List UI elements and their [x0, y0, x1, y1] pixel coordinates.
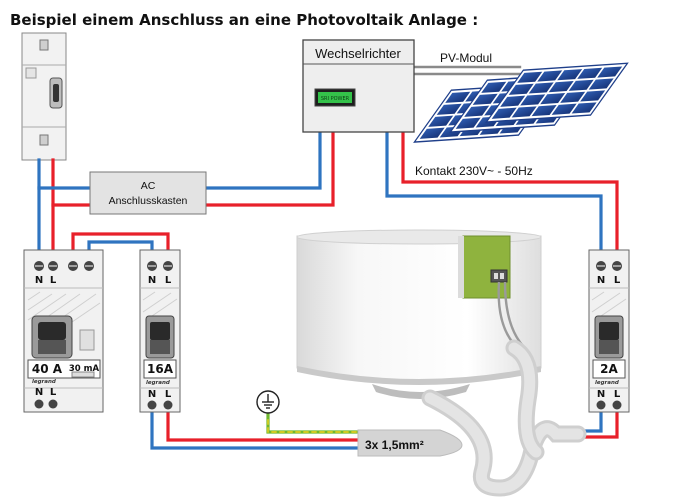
solar-cell: [445, 91, 471, 103]
inverter-display: SRI POWER: [321, 96, 350, 102]
breaker2-rating: 2A: [600, 362, 618, 376]
solar-cell: [436, 103, 462, 115]
solar-cell: [571, 102, 597, 114]
breaker16-rating: 16A: [147, 362, 174, 376]
solar-cell: [551, 103, 577, 115]
rcd-l-terminal-bottom: L: [50, 387, 57, 398]
rcd-brand: legrand: [32, 379, 56, 385]
rcd-l-terminal: L: [50, 275, 57, 286]
solar-cell: [508, 83, 534, 95]
breaker16-l-terminal: L: [165, 275, 172, 286]
solar-cell: [428, 115, 454, 127]
ac-box-line1: AC: [141, 180, 156, 192]
solar-cell: [520, 94, 546, 106]
breaker-2a: N L 2A legrand N L: [588, 249, 630, 413]
breaker16-l-terminal-bottom: L: [165, 389, 172, 400]
solar-cell: [455, 117, 481, 129]
solar-cell: [517, 71, 543, 83]
contact-voltage-label: Kontakt 230V~ - 50Hz: [415, 164, 533, 178]
breaker-16a: N L 16A legrand N L: [139, 249, 181, 413]
solar-cell: [481, 81, 507, 93]
breaker2-n-terminal-bottom: N: [597, 389, 605, 400]
solar-cell: [472, 93, 498, 105]
breaker2-n-terminal: N: [597, 275, 605, 286]
rcd-rating: 40 A: [32, 362, 63, 376]
solar-cell: [419, 127, 445, 139]
solar-cell: [597, 66, 623, 78]
solar-cell: [464, 105, 490, 117]
solar-cell: [537, 70, 563, 82]
solar-cell: [540, 93, 566, 105]
cable-spec-label: 3x 1,5mm²: [365, 438, 424, 452]
solar-cell: [580, 90, 606, 102]
solar-cell: [568, 79, 594, 91]
water-heater: [296, 229, 542, 399]
inverter: Wechselrichter SRI POWER: [302, 39, 415, 133]
wiring: [37, 65, 619, 450]
diagram-title: Beispiel einem Anschluss an eine Photovo…: [10, 11, 478, 29]
breaker16-n-terminal: N: [148, 275, 156, 286]
breaker2-brand: legrand: [595, 380, 619, 386]
ac-box-line2: Anschlusskasten: [109, 195, 188, 207]
breaker2-l-terminal-bottom: L: [614, 389, 621, 400]
rcd-n-terminal: N: [35, 275, 43, 286]
solar-cell: [588, 78, 614, 90]
solar-cell: [577, 67, 603, 79]
breaker2-l-terminal: L: [614, 275, 621, 286]
earth-ground-icon: [256, 390, 280, 414]
solar-cell: [531, 105, 557, 117]
breaker16-n-terminal-bottom: N: [148, 389, 156, 400]
solar-cell: [560, 91, 586, 103]
solar-cell: [557, 69, 583, 81]
solar-cell: [500, 95, 526, 107]
rcd-n-terminal-bottom: N: [35, 387, 43, 398]
solar-cell: [491, 107, 517, 119]
ac-junction-box: AC Anschlusskasten: [89, 171, 207, 215]
solar-panel: [485, 62, 629, 123]
breaker-40a-rcd: N L 40 A 30 mA legrand N L: [23, 249, 104, 413]
solar-panels: [413, 62, 629, 143]
solar-cell: [548, 81, 574, 93]
solar-cell: [528, 82, 554, 94]
pv-module-label: PV-Modul: [440, 51, 492, 65]
rcd-sensitivity: 30 mA: [69, 364, 100, 374]
solar-cell: [511, 106, 537, 118]
energy-meter: [21, 32, 67, 161]
breaker16-brand: legrand: [146, 380, 170, 386]
cable-conduit: 3x 1,5mm²: [357, 339, 587, 497]
inverter-label: Wechselrichter: [315, 46, 401, 61]
